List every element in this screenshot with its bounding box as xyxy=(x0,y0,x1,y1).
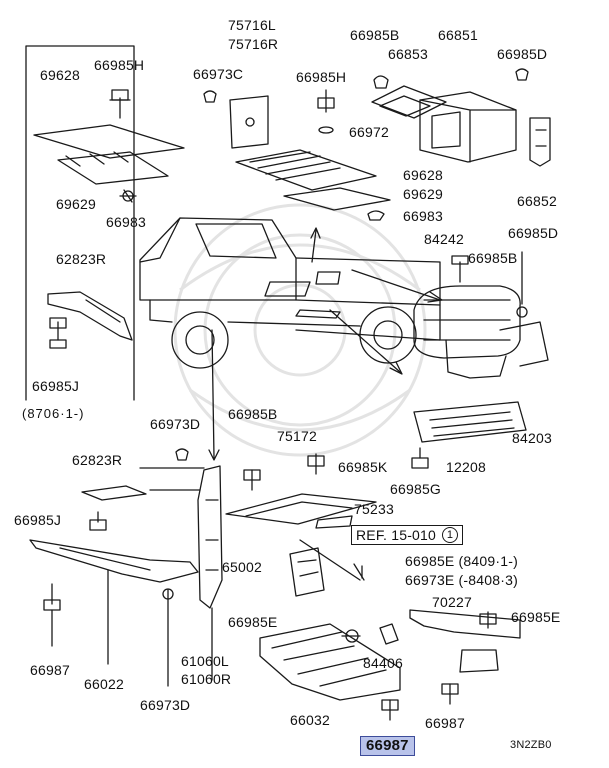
part-number-66987-right: 66987 xyxy=(425,715,465,731)
part-number-69628-left: 69628 xyxy=(40,67,80,83)
part-number-66973c: 66973C xyxy=(193,66,244,82)
part-number-66985j-top: 66985J xyxy=(32,378,80,394)
part-number-66985k: 66985K xyxy=(338,459,388,475)
plate-75716 xyxy=(229,95,269,149)
part-number-84203: 84203 xyxy=(512,430,552,446)
part-number-66985j-mid: 66985J xyxy=(14,512,62,528)
undercover-69628-left xyxy=(33,124,185,159)
part-number-69628-mid: 69628 xyxy=(403,167,443,183)
part-number-66985b-top: 66985B xyxy=(350,27,400,43)
part-number-66985e-mid: 66985E xyxy=(228,614,278,630)
part-number-66852: 66852 xyxy=(517,193,557,209)
part-number-66985d-top: 66985D xyxy=(497,46,548,62)
part-number-70227: 70227 xyxy=(432,594,472,610)
panel-69628-mid xyxy=(235,149,377,191)
part-number-66022: 66022 xyxy=(84,676,124,692)
part-number-66851: 66851 xyxy=(438,27,478,43)
part-number-66987-left: 66987 xyxy=(30,662,70,678)
part-number-66983-mid: 66983 xyxy=(403,208,443,224)
part-number-66985g: 66985G xyxy=(390,481,442,497)
part-number-66032: 66032 xyxy=(290,712,330,728)
part-number-66973d-bottom: 66973D xyxy=(140,697,191,713)
part-number-66985e-right: 66985E (8409·1-) xyxy=(405,553,518,569)
part-number-66985e-far: 66985E xyxy=(511,609,561,625)
highlighted-part-66987[interactable]: 66987 xyxy=(360,736,415,756)
bracket-65002 xyxy=(289,547,325,597)
part-number-66985d-right: 66985D xyxy=(508,225,559,241)
panel-69629-mid xyxy=(283,187,391,211)
rail-66022 xyxy=(29,539,199,583)
part-number-66985h-mid: 66985H xyxy=(296,69,347,85)
date-range-8706: (8706·1-) xyxy=(22,406,85,421)
bracket-62823r-mid xyxy=(81,485,147,501)
part-number-66972: 66972 xyxy=(349,124,389,140)
part-number-84242: 84242 xyxy=(424,231,464,247)
bracket-62823r-top xyxy=(47,291,133,341)
left-variant-bracket xyxy=(25,45,135,401)
part-number-75716l: 75716L xyxy=(228,17,276,33)
truck-cab-outline xyxy=(139,217,441,369)
part-number-75172: 75172 xyxy=(277,428,317,444)
part-number-66973d-top: 66973D xyxy=(150,416,201,432)
reference-callout[interactable]: REF. 15-010 1 xyxy=(351,525,464,545)
part-number-62823r-mid: 62823R xyxy=(72,452,123,468)
part-number-12208: 12208 xyxy=(446,459,486,475)
part-number-66983-left: 66983 xyxy=(106,214,146,230)
reference-text: REF. 15-010 xyxy=(356,527,437,543)
part-number-66853: 66853 xyxy=(388,46,428,62)
part-number-69629-left: 69629 xyxy=(56,196,96,212)
part-number-75716r: 75716R xyxy=(228,36,279,52)
pillar-61060 xyxy=(197,465,223,609)
part-number-84406: 84406 xyxy=(363,655,403,671)
watermark-emblem xyxy=(173,203,427,457)
part-number-66973e: 66973E (-8408·3) xyxy=(405,572,518,588)
bracket-66852 xyxy=(529,117,551,167)
diagram-code: 3N2ZB0 xyxy=(510,739,552,751)
part-number-61060r: 61060R xyxy=(181,671,232,687)
part-number-65002: 65002 xyxy=(222,559,262,575)
part-number-66985b-right: 66985B xyxy=(468,250,518,266)
cover-66032 xyxy=(259,623,401,701)
panel-75172 xyxy=(225,493,377,525)
reference-number-circle: 1 xyxy=(442,527,459,543)
bracket-70227 xyxy=(409,609,521,639)
box-66851 xyxy=(419,91,517,163)
part-number-75233: 75233 xyxy=(354,501,394,517)
part-number-61060l: 61060L xyxy=(181,653,229,669)
part-number-62823r-top: 62823R xyxy=(56,251,107,267)
part-number-69629-mid: 69629 xyxy=(403,186,443,202)
canister-84242 xyxy=(413,285,521,359)
part-number-66985b-mid: 66985B xyxy=(228,406,278,422)
part-number-66985h-left: 66985H xyxy=(94,57,145,73)
leader-arrow xyxy=(211,329,215,459)
cover-84203 xyxy=(413,401,527,443)
